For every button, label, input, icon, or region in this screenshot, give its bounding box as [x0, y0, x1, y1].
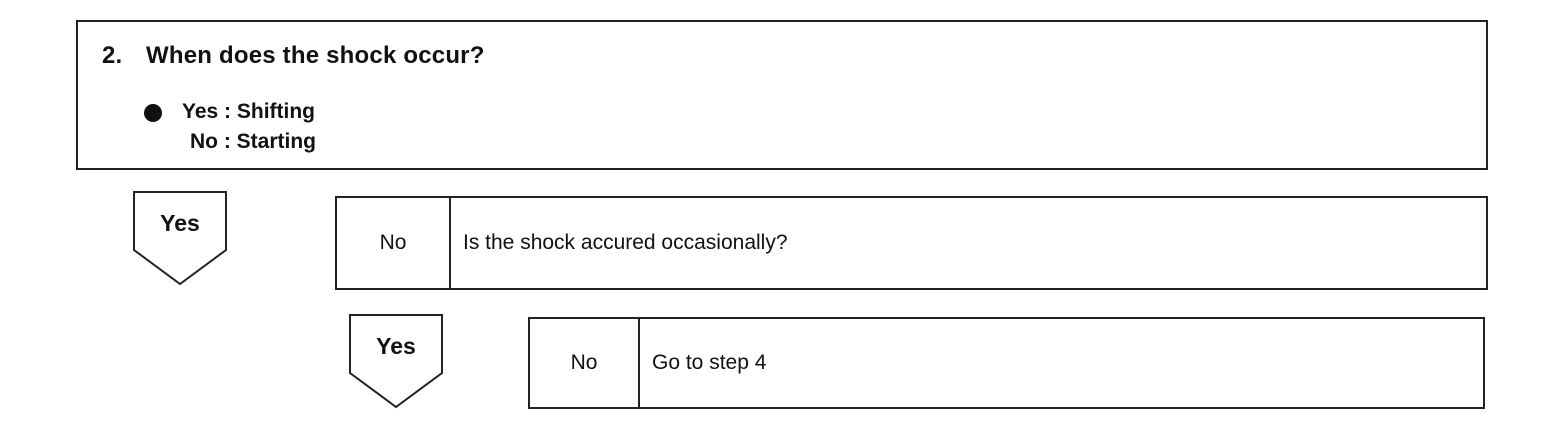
bullet-icon [144, 104, 162, 122]
no-box-1-text: Is the shock accured occasionally? [463, 231, 788, 254]
no-box-2-text: Go to step 4 [652, 351, 767, 374]
pentagon-arrow-icon [133, 191, 227, 286]
yes-arrow-1-label: Yes [160, 210, 200, 236]
legend-yes: Yes : Shifting [182, 100, 316, 123]
no-box-2-label: No [530, 319, 640, 407]
yes-arrow-2-label: Yes [376, 333, 416, 359]
yes-arrow-1: Yes [132, 190, 228, 286]
yes-arrow-2: Yes [348, 313, 444, 409]
no-box-1: No Is the shock accured occasionally? [335, 196, 1488, 290]
question-text: When does the shock occur? [146, 42, 485, 69]
legend-no: No : Starting [190, 130, 316, 153]
question-number: 2. [102, 42, 123, 69]
pentagon-arrow-icon [349, 314, 443, 409]
question-box: 2. When does the shock occur? Yes : Shift… [76, 20, 1488, 170]
question-title: 2. When does the shock occur? [102, 42, 485, 70]
no-box-2: No Go to step 4 [528, 317, 1485, 409]
no-box-1-label: No [337, 198, 451, 288]
